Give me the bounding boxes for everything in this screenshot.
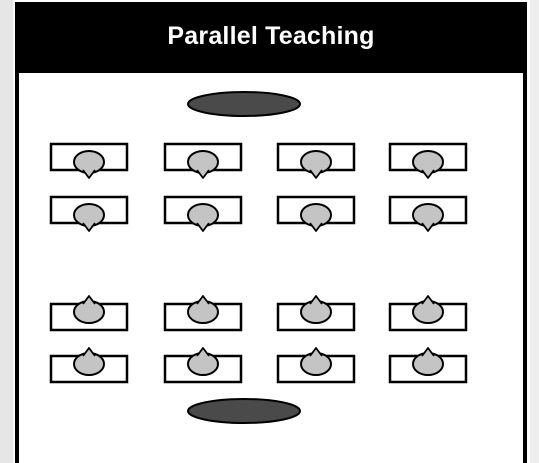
student bbox=[73, 295, 105, 324]
student bbox=[300, 203, 332, 232]
teacher-front bbox=[187, 91, 301, 117]
student bbox=[412, 295, 444, 324]
teachers-layer bbox=[187, 91, 301, 424]
student-desk bbox=[163, 295, 243, 332]
desks-layer bbox=[49, 142, 468, 384]
student-desk bbox=[276, 347, 356, 384]
right-margin-shade bbox=[530, 0, 539, 463]
student-desk bbox=[49, 195, 129, 232]
left-margin-shade bbox=[0, 0, 13, 463]
student bbox=[300, 295, 332, 324]
student-desk bbox=[163, 195, 243, 232]
student bbox=[412, 203, 444, 232]
student bbox=[73, 347, 105, 376]
student bbox=[187, 295, 219, 324]
student-desk bbox=[388, 347, 468, 384]
teacher-back bbox=[187, 398, 301, 424]
student bbox=[300, 150, 332, 179]
student bbox=[187, 203, 219, 232]
student-desk bbox=[276, 195, 356, 232]
student bbox=[73, 203, 105, 232]
diagram-frame: Parallel Teaching bbox=[15, 2, 527, 463]
student-desk bbox=[163, 347, 243, 384]
student-desk bbox=[49, 142, 129, 179]
title-bar: Parallel Teaching bbox=[19, 2, 523, 73]
student bbox=[187, 347, 219, 376]
student-desk bbox=[388, 195, 468, 232]
student bbox=[412, 150, 444, 179]
student bbox=[187, 150, 219, 179]
student bbox=[73, 150, 105, 179]
student-desk bbox=[49, 295, 129, 332]
student bbox=[412, 347, 444, 376]
student bbox=[300, 347, 332, 376]
student-desk bbox=[276, 295, 356, 332]
student-desk bbox=[388, 142, 468, 179]
student-desk bbox=[163, 142, 243, 179]
student-desk bbox=[49, 347, 129, 384]
student-desk bbox=[276, 142, 356, 179]
diagram-title: Parallel Teaching bbox=[167, 21, 375, 50]
student-desk bbox=[388, 295, 468, 332]
